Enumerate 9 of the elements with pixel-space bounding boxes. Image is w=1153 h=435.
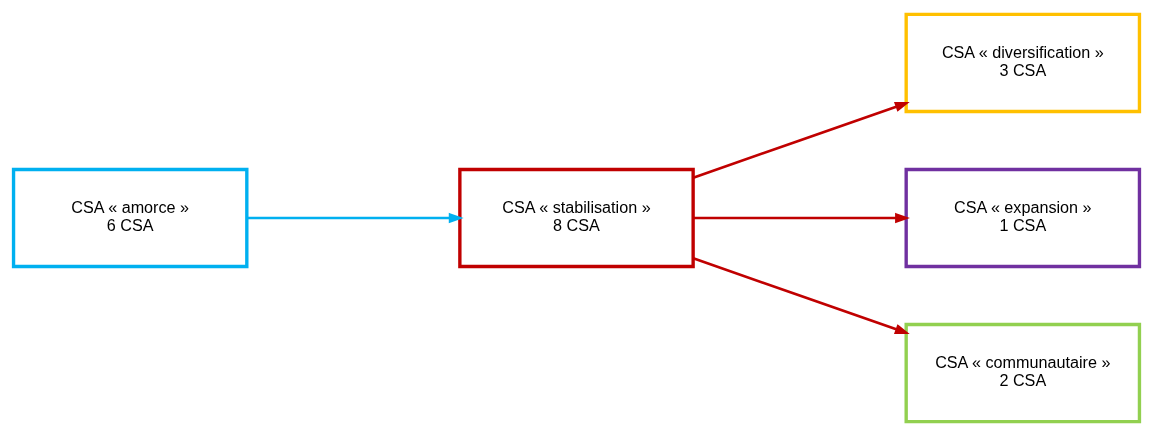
node-box: CSA « amorce » 6 CSA <box>11 167 249 268</box>
node-box: CSA « diversification » 3 CSA <box>904 12 1142 113</box>
node-box: CSA « expansion » 1 CSA <box>904 167 1142 268</box>
node-box: CSA « stabilisation » 8 CSA <box>458 167 695 268</box>
arrow <box>246 212 464 223</box>
arrow <box>692 256 910 334</box>
node-box: CSA « communautaire » 2 CSA <box>904 322 1142 423</box>
arrow <box>693 212 910 223</box>
arrow <box>692 101 910 179</box>
